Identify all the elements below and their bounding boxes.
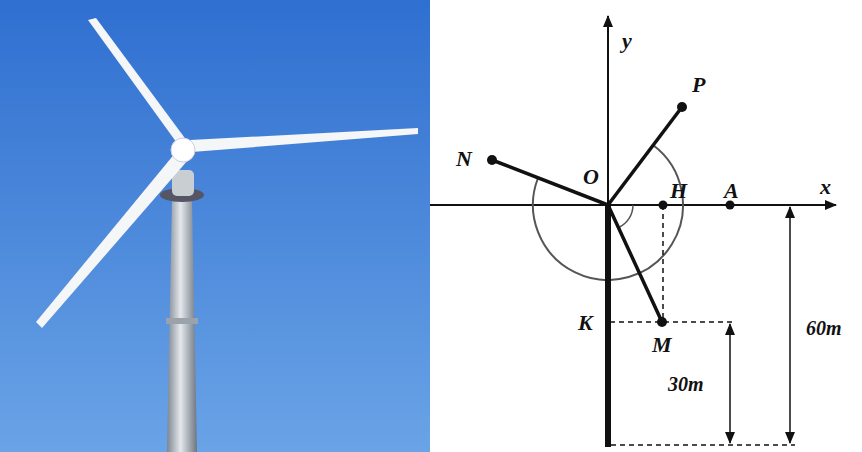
hub (171, 138, 195, 162)
axis-label: x (820, 176, 831, 198)
tower (167, 200, 197, 452)
blade (88, 18, 190, 150)
point-label: O (583, 166, 599, 188)
point (487, 155, 497, 165)
blade (36, 152, 188, 328)
dimension-label: 30m (668, 374, 704, 394)
dimension-arrow (729, 324, 731, 443)
point-label: M (652, 334, 672, 356)
blade-line (492, 160, 608, 205)
point-label: A (724, 180, 739, 202)
axis-label: y (622, 30, 632, 52)
angle-arc (619, 205, 634, 228)
blade (190, 128, 418, 152)
blade-line (608, 205, 662, 322)
dashed-line (662, 205, 664, 318)
point-label: N (456, 148, 472, 170)
tower-line (605, 205, 611, 447)
point-label: P (692, 74, 705, 96)
point (677, 102, 687, 112)
tower-ring (166, 318, 198, 324)
point-label: H (670, 180, 687, 202)
point-label: K (578, 312, 593, 334)
sky (0, 0, 430, 452)
dashed-line (610, 321, 735, 323)
dimension-arrow (789, 207, 791, 443)
dashed-line (611, 444, 795, 446)
dimension-label: 60m (806, 318, 842, 338)
y-axis (607, 16, 609, 205)
